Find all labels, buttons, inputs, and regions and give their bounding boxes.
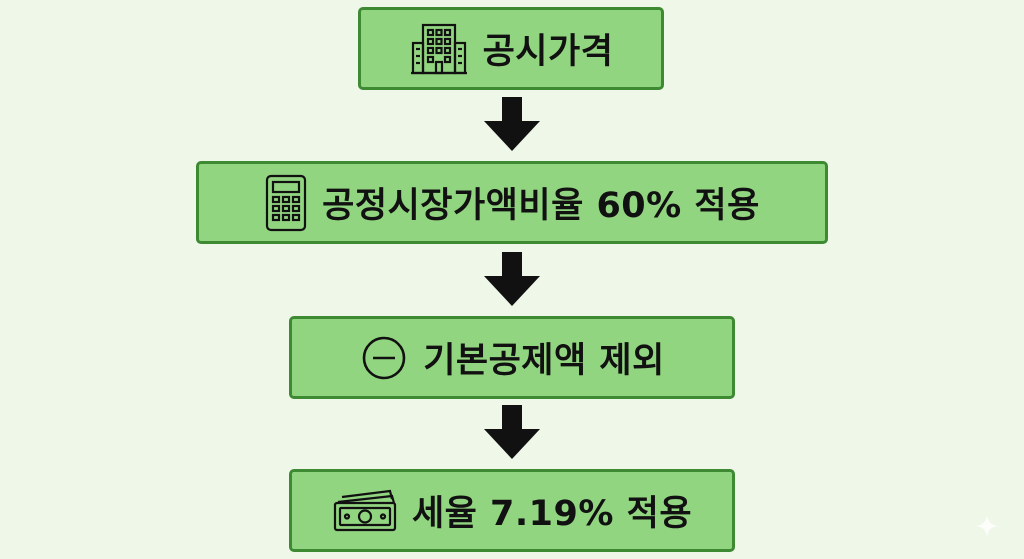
step-box-2: 공정시장가액비율 60% 적용 xyxy=(196,161,828,244)
minus-circle-icon xyxy=(359,333,409,383)
building-icon xyxy=(409,21,469,77)
down-arrow-icon xyxy=(484,97,540,151)
step-box-1: 공시가격 xyxy=(358,7,664,90)
step-label-3: 기본공제액 제외 xyxy=(423,341,665,381)
sparkle-icon xyxy=(976,515,998,537)
down-arrow-icon xyxy=(484,405,540,459)
money-icon xyxy=(332,489,398,533)
step-box-3: 기본공제액 제외 xyxy=(289,316,735,399)
step-box-4: 세율 7.19% 적용 xyxy=(289,469,735,552)
down-arrow-icon xyxy=(484,252,540,306)
step-label-4: 세율 7.19% 적용 xyxy=(411,494,693,534)
step-label-2: 공정시장가액비율 60% 적용 xyxy=(322,186,760,226)
calculator-icon xyxy=(264,174,308,232)
step-label-1: 공시가격 xyxy=(482,32,614,72)
